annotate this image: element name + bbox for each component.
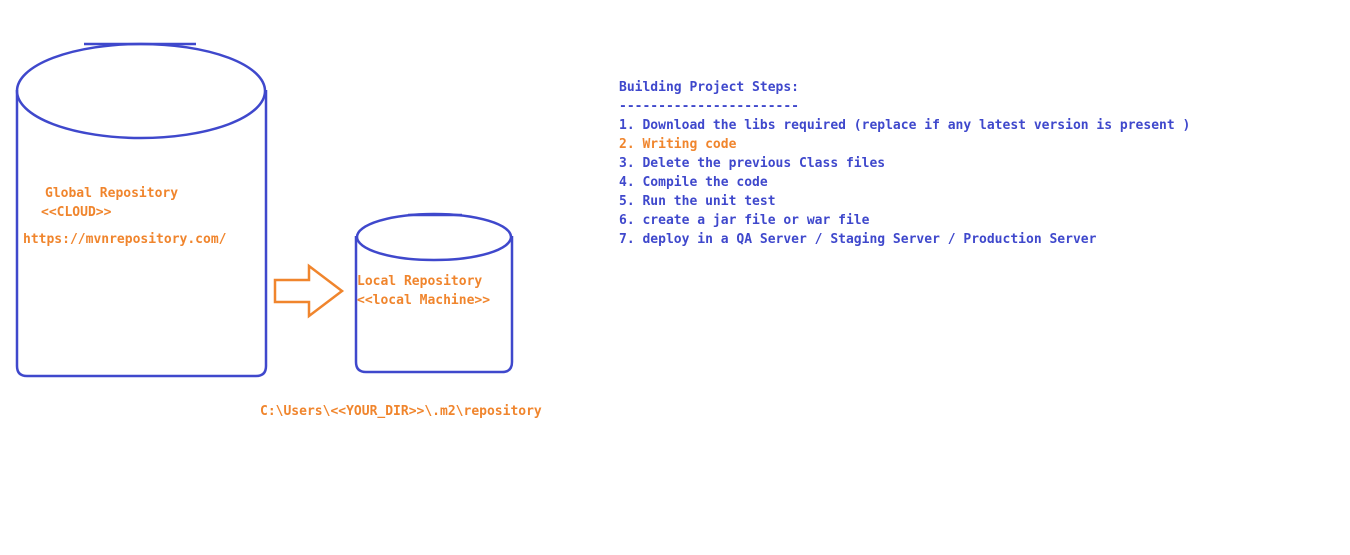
global-repository-title: Global Repository [45,186,179,201]
local-cylinder-top [355,212,513,262]
build-step-1: 1. Download the libs required (replace i… [619,118,1191,133]
build-step-4: 4. Compile the code [619,175,768,190]
global-cylinder-top [15,42,267,140]
global-cylinder-body [15,90,268,378]
local-repository-subtitle: <<local Machine>> [357,293,491,308]
build-steps-divider: ----------------------- [619,99,800,114]
global-repository-url: https://mvnrepository.com/ [23,232,227,247]
global-repository-subtitle: <<CLOUD>> [41,205,112,220]
build-steps-title: Building Project Steps: [619,80,800,95]
local-repository-cylinder [354,212,514,374]
global-repository-cylinder [15,42,268,378]
local-cylinder-body [354,236,514,374]
build-step-2: 2. Writing code [619,137,737,152]
build-step-6: 6. create a jar file or war file [619,213,870,228]
right-arrow-icon [273,263,345,319]
build-step-5: 5. Run the unit test [619,194,776,209]
build-step-7: 7. deploy in a QA Server / Staging Serve… [619,232,1097,247]
local-repository-title: Local Repository [357,274,483,289]
build-steps-list: Building Project Steps: ----------------… [619,78,1190,249]
build-step-3: 3. Delete the previous Class files [619,156,886,171]
local-repository-path: C:\Users\<<YOUR_DIR>>\.m2\repository [260,404,542,419]
